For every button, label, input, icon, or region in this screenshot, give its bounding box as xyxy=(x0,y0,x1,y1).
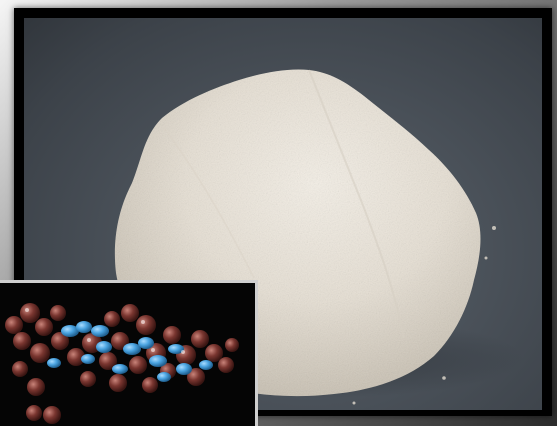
molecule-atoms-blue xyxy=(47,321,213,382)
molecule-highlights xyxy=(25,308,185,354)
molecule-inset-frame xyxy=(0,280,258,426)
molecule-model-drawing xyxy=(5,303,239,424)
pile-ridge-2 xyxy=(163,127,255,279)
molecule-inset xyxy=(0,283,255,426)
pile-ridge xyxy=(308,69,405,339)
photo-frame xyxy=(14,8,552,416)
